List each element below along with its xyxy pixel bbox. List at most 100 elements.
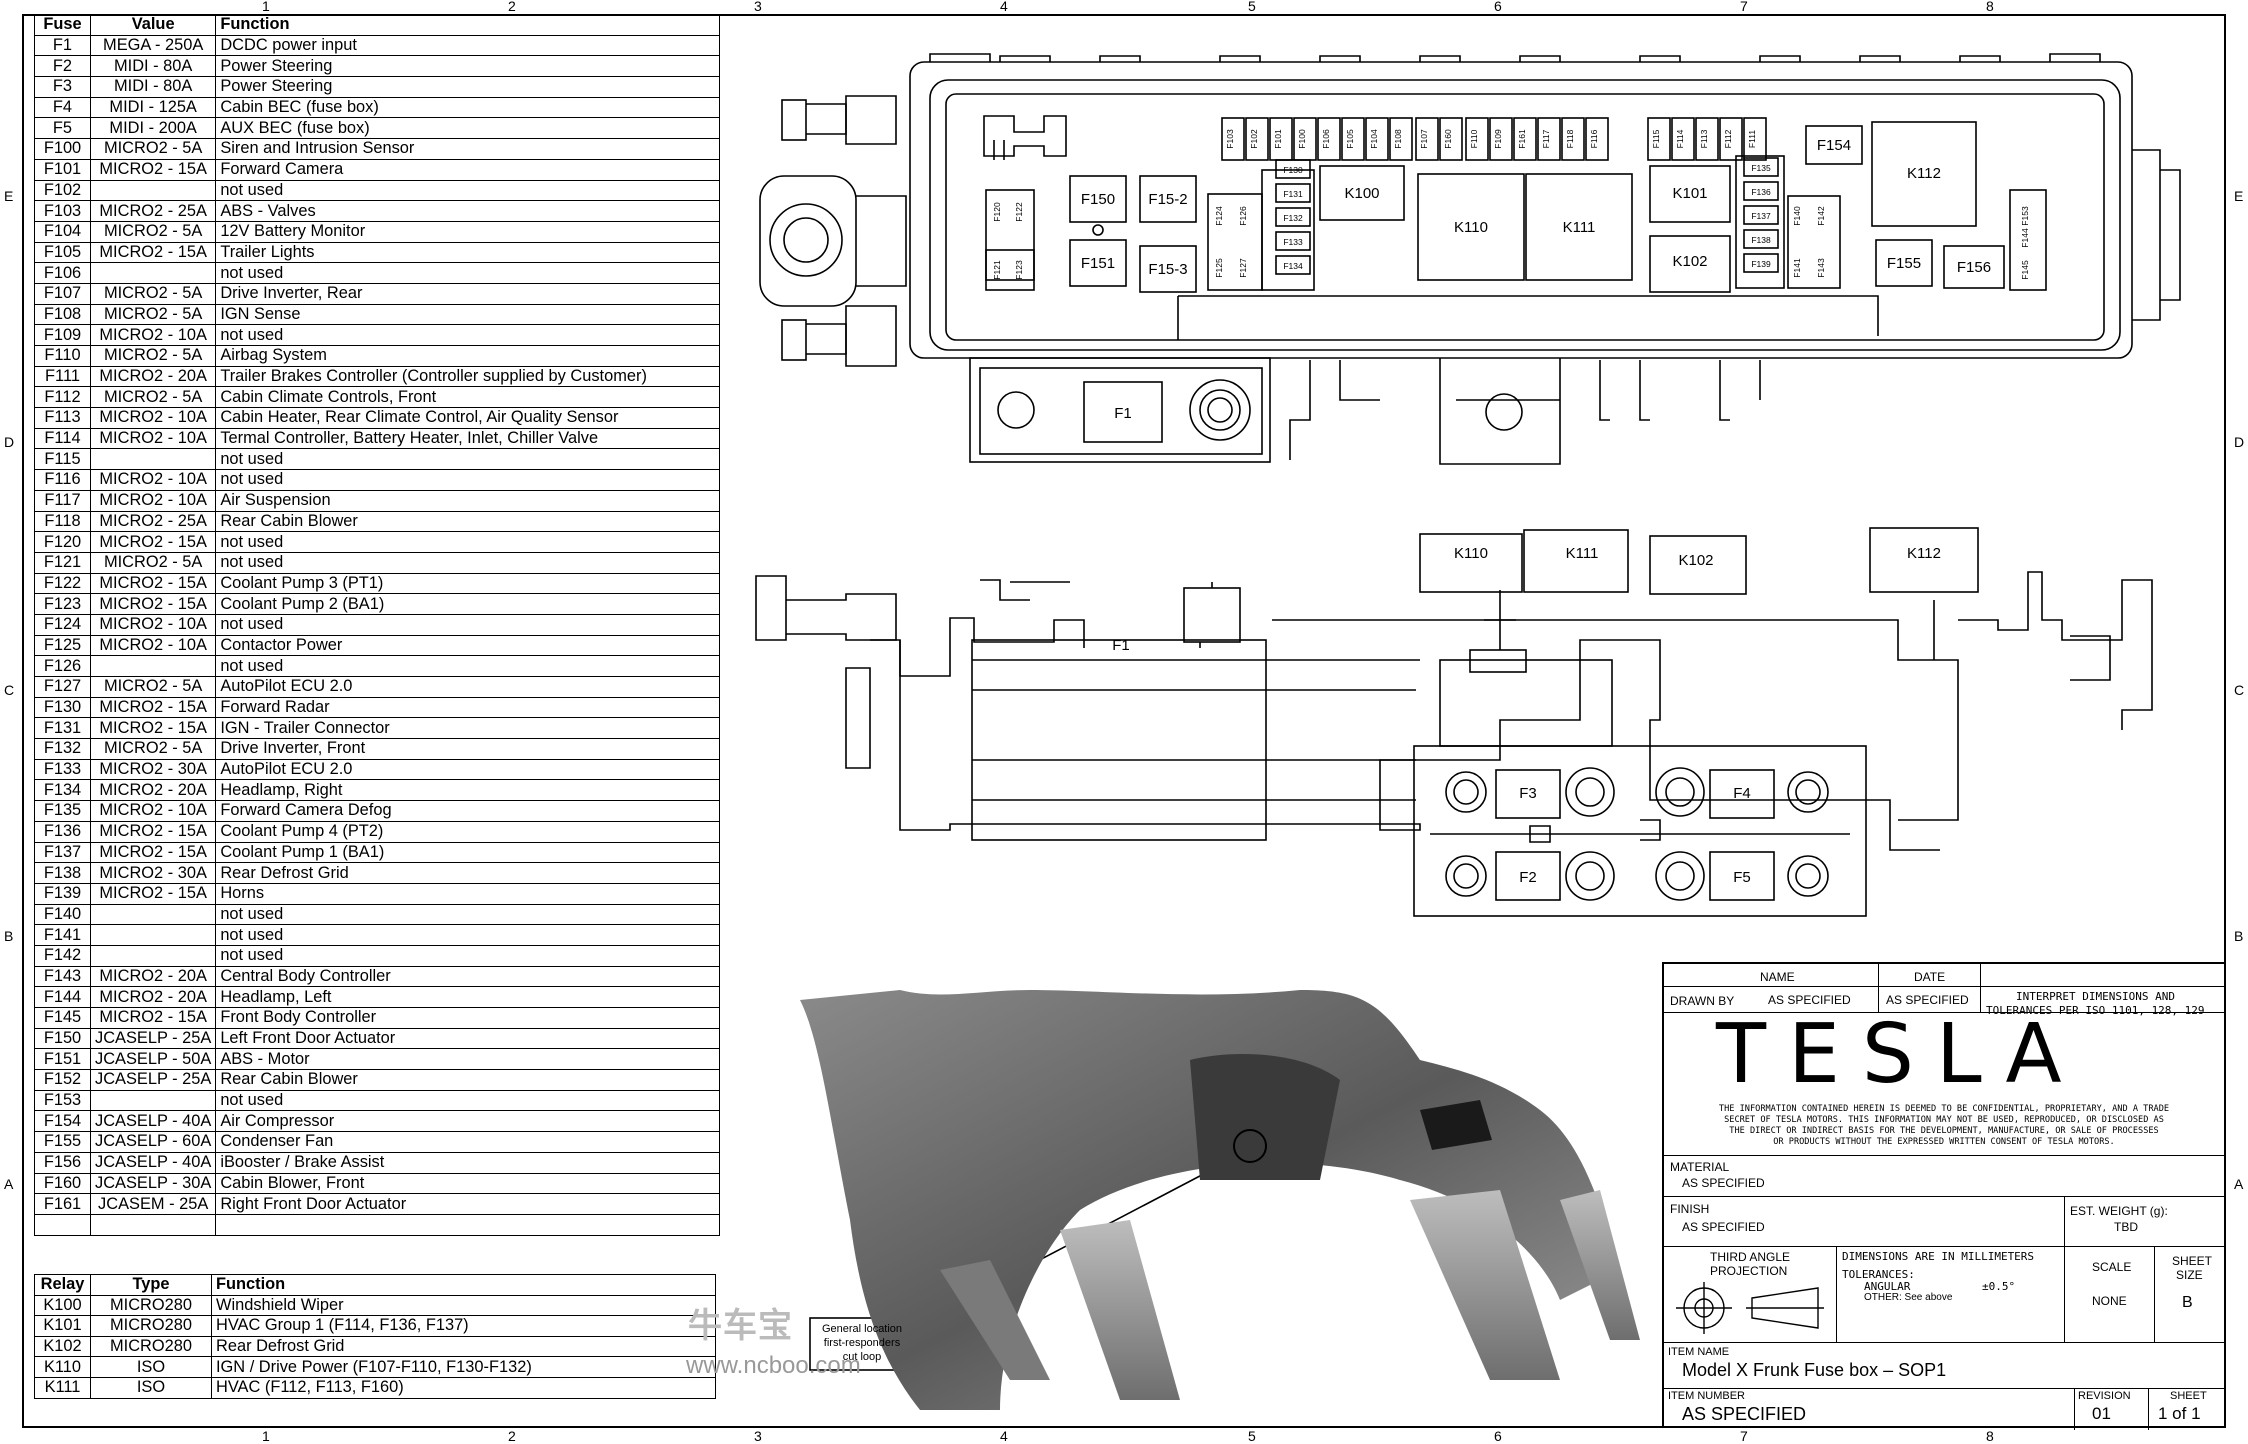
fuse-label: F130 <box>1283 165 1303 175</box>
tb-scale-lbl: SCALE <box>2092 1260 2132 1274</box>
relay-k100 <box>1319 165 1405 221</box>
label-f151: F151 <box>1081 255 1115 272</box>
grid-col-1-top: 1 <box>262 0 270 14</box>
tb-angular-val: ±0.5° <box>1982 1280 2016 1293</box>
fuse-label: F122 <box>1014 202 1024 222</box>
fuse-id: F117 <box>34 489 91 512</box>
grid-row-A-left: A <box>4 1176 14 1192</box>
relay-id: K110 <box>34 1356 91 1378</box>
fuse-function: not used <box>215 655 721 677</box>
grid-col-7-bottom: 7 <box>1740 1428 1748 1444</box>
small-fuse-slot <box>1221 117 1245 161</box>
grid-col-7-top: 7 <box>1740 0 1748 14</box>
fuse-slot <box>1275 159 1311 179</box>
relay-function: IGN / Drive Power (F107-F110, F130-F132) <box>211 1356 716 1378</box>
fuse-value: MIDI - 200A <box>89 117 217 140</box>
fuse-value: JCASELP - 50A <box>89 1048 217 1071</box>
fuse-function: Air Compressor <box>215 1110 721 1133</box>
fuse-id: F5 <box>34 117 91 140</box>
grid-row-E-left: E <box>4 188 14 204</box>
fuse-id: F137 <box>34 841 91 864</box>
fuse-slot <box>1743 205 1779 225</box>
label-f153: F15-3 <box>1148 261 1187 278</box>
fuse-value: JCASELP - 30A <box>89 1172 217 1195</box>
small-fuse-label: F108 <box>1393 129 1403 149</box>
small-fuse-label: F109 <box>1493 129 1503 149</box>
fuse-label: F126 <box>1238 206 1248 226</box>
tb-item-number-val: AS SPECIFIED <box>1682 1404 1807 1424</box>
small-fuse-slot <box>1439 117 1463 161</box>
small-fuse-label: F111 <box>1747 130 1757 148</box>
fuse-slot <box>1743 253 1779 273</box>
small-fuse-label: F113 <box>1699 129 1709 148</box>
fuse-value: MICRO2 - 10A <box>89 407 217 429</box>
small-fuse-slot <box>1561 117 1585 161</box>
label-k100: K100 <box>1344 185 1379 202</box>
side-relay-k110 <box>1419 533 1523 593</box>
vehicle-photo <box>800 990 1640 1410</box>
relay-function: HVAC Group 1 (F114, F136, F137) <box>211 1315 716 1337</box>
grid-col-4-top: 4 <box>1000 0 1008 14</box>
small-fuse-slot <box>1465 117 1489 161</box>
fuse-label: F145 <box>2020 260 2030 280</box>
fuse-function: Forward Camera Defog <box>215 800 721 822</box>
side-label-f1: F1 <box>1112 637 1130 654</box>
fuse-value: MIDI - 80A <box>89 76 217 98</box>
fuse-label: F140 <box>1792 206 1802 226</box>
fuse-id: F104 <box>34 220 91 243</box>
grid-row-E-right: E <box>2234 188 2244 204</box>
grid-row-C-left: C <box>4 682 15 698</box>
callout-line-2: first-responders <box>823 1337 901 1349</box>
fuse-id: F143 <box>34 965 91 988</box>
fuse-slot <box>1275 231 1311 251</box>
label-k111: K111 <box>1563 219 1596 236</box>
small-fuse-label: F112 <box>1723 129 1733 148</box>
fuse-id: F115 <box>34 448 91 471</box>
fuse-value: MICRO2 - 5A <box>89 138 217 160</box>
fuse-id: F109 <box>34 324 91 346</box>
watermark-url: www.ncboo.com <box>686 1352 861 1379</box>
tb-scale-val: NONE <box>2092 1294 2127 1308</box>
small-fuse-label: F115 <box>1651 129 1661 148</box>
fuse-label: F133 <box>1283 237 1303 247</box>
relay-id: K102 <box>34 1335 91 1358</box>
tb-conf-1: THE INFORMATION CONTAINED HEREIN IS DEEM… <box>1718 1104 2170 1114</box>
small-fuse-slot <box>1671 117 1695 161</box>
tb-angular-lbl: ANGULAR <box>1864 1280 1911 1293</box>
fuse-function: Cabin Blower, Front <box>215 1172 721 1195</box>
fuse-value: MICRO2 - 15A <box>89 696 217 719</box>
tb-conf-3: THE DIRECT OR INDIRECT BASIS FOR THE DEV… <box>1729 1126 2159 1136</box>
top-view-housing-outer <box>909 61 2133 359</box>
fuse-id: F125 <box>34 634 91 657</box>
label-f1: F1 <box>1114 405 1132 422</box>
f1-module <box>969 357 1271 463</box>
fuse-function: Termal Controller, Battery Heater, Inlet… <box>215 427 721 450</box>
fuse-value: MICRO2 - 25A <box>89 200 217 222</box>
small-fuse-slot <box>1537 117 1561 161</box>
side-label-k111: K111 <box>1566 545 1599 562</box>
fuse-value: MIDI - 125A <box>89 96 217 119</box>
grid-col-8-bottom: 8 <box>1986 1428 1994 1444</box>
fuse-id: F124 <box>34 613 91 636</box>
side-label-f3: F3 <box>1519 785 1537 802</box>
tb-tol-lbl: TOLERANCES: <box>1842 1268 1915 1281</box>
fuse-function: DCDC power input <box>215 34 721 57</box>
fuse-id: F108 <box>34 303 91 326</box>
small-fuse-slot <box>1719 117 1743 161</box>
